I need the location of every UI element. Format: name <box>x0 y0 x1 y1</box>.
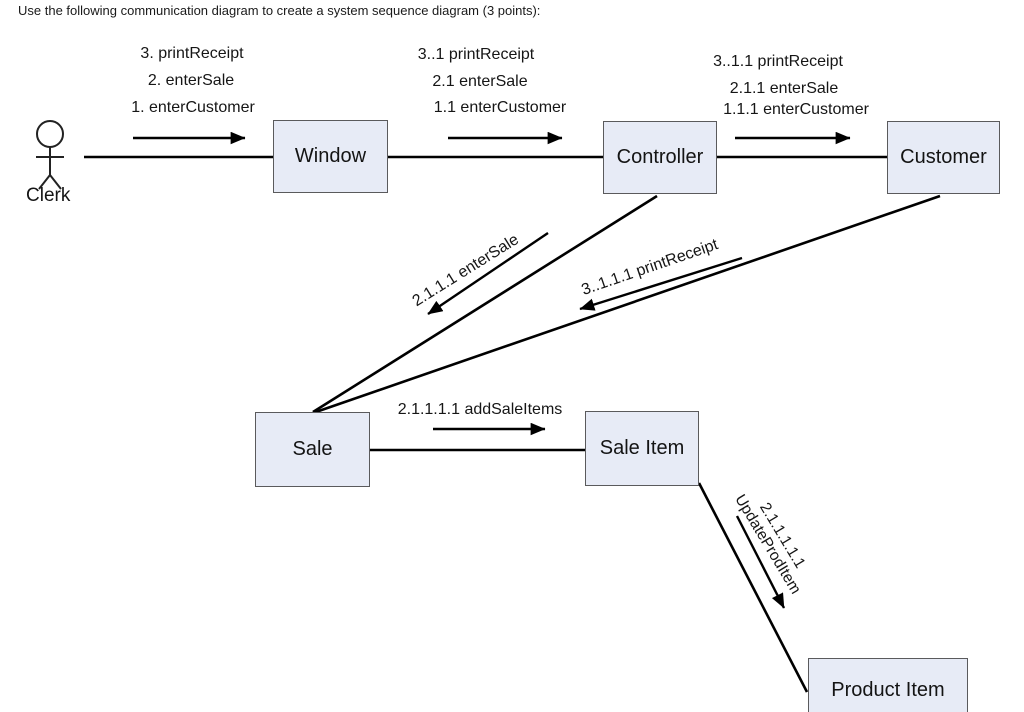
message-1-1-entercustomer: 1.1 enterCustomer <box>433 99 567 116</box>
actor-clerk-label: Clerk <box>26 185 71 206</box>
arrow-controller-sale <box>427 232 549 315</box>
message-1-1-1-entercustomer: 1.1.1 enterCustomer <box>723 101 869 118</box>
actor-leg-right <box>49 174 62 190</box>
message-2-1-entersale: 2.1 enterSale <box>432 73 528 90</box>
message-3-printreceipt: 3. printReceipt <box>140 45 244 62</box>
node-customer-label: Customer <box>900 146 987 168</box>
message-3-1-printreceipt: 3..1 printReceipt <box>417 46 535 63</box>
actor-leg-left <box>38 174 51 190</box>
node-product-item-label: Product Item <box>831 678 945 701</box>
arrow-customer-sale <box>579 256 743 311</box>
message-3-1-1-printreceipt: 3..1.1 printReceipt <box>713 53 843 70</box>
node-controller-label: Controller <box>616 146 704 168</box>
page-title: Use the following communication diagram … <box>18 3 541 18</box>
node-customer: Customer <box>887 121 1000 194</box>
message-1-entercustomer: 1. enterCustomer <box>131 99 255 116</box>
node-sale-item: Sale Item <box>585 411 699 486</box>
node-sale-label: Sale <box>292 438 333 460</box>
node-sale: Sale <box>255 412 370 487</box>
node-sale-item-label: Sale Item <box>599 437 685 459</box>
actor-clerk-figure <box>36 120 64 190</box>
message-2-entersale: 2. enterSale <box>147 72 235 89</box>
message-2-1-1-entersale: 2.1.1 enterSale <box>729 80 839 97</box>
actor-head <box>36 120 64 148</box>
arrow-saleitem-productitem <box>735 515 786 609</box>
message-2-1-1-1-1-addsaleitems: 2.1.1.1.1 addSaleItems <box>397 401 563 418</box>
link-controller-sale <box>312 194 658 414</box>
link-customer-sale <box>312 194 941 415</box>
node-controller: Controller <box>603 121 717 194</box>
node-product-item: Product Item <box>808 658 968 712</box>
node-window: Window <box>273 120 388 193</box>
link-saleitem-productitem <box>697 482 809 693</box>
node-window-label: Window <box>294 145 367 167</box>
